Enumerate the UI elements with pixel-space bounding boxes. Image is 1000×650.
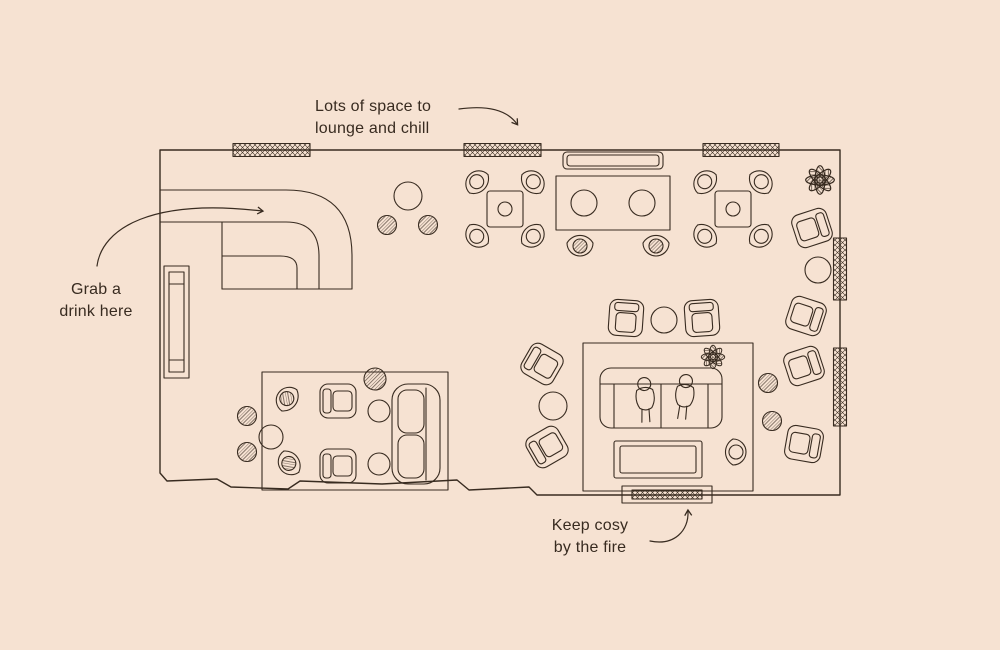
bar-counter: [159, 189, 353, 290]
arrow-to-lounge-icon: [458, 107, 519, 126]
corner-settee: [391, 383, 441, 485]
lounge-sofa: [599, 367, 723, 429]
plant-icon: [700, 344, 726, 370]
window-icon: [463, 142, 542, 158]
corner-rug: [261, 371, 449, 491]
window-icon: [232, 142, 311, 158]
annotation-drink-line1: Grab a: [70, 281, 122, 298]
plant-icon: [805, 165, 835, 195]
dining-set-right: [687, 164, 779, 254]
lounge-rug: [582, 342, 754, 492]
annotation-lounge-line2: lounge and chill: [315, 120, 430, 137]
window-icon: [832, 237, 848, 301]
person-icon: [673, 373, 697, 421]
coffee-table: [613, 440, 703, 479]
banquette-group: [555, 151, 671, 257]
back-bar-shelf: [163, 265, 190, 379]
bar-table-and-stools: [376, 181, 439, 236]
window-icon: [702, 142, 780, 158]
fireplace: [621, 485, 713, 504]
window-icon: [832, 347, 848, 427]
annotation-fire: Keep cosy by the fire: [536, 515, 644, 559]
annotation-drink: Grab a drink here: [44, 279, 148, 323]
arrow-to-bar-icon: [96, 206, 265, 267]
annotation-fire-line1: Keep cosy: [551, 517, 629, 534]
corner-lounge-group: [236, 367, 449, 491]
annotation-drink-line2: drink here: [59, 303, 133, 320]
dining-set-left: [459, 164, 551, 254]
arrow-to-fireplace-icon: [649, 508, 693, 543]
central-lounge: [517, 298, 754, 492]
annotation-lounge-line1: Lots of space to: [315, 98, 432, 115]
annotation-lounge: Lots of space to lounge and chill: [315, 96, 431, 140]
windows: [232, 142, 848, 427]
right-wall-armchairs: [757, 205, 835, 465]
annotation-arrows: [96, 107, 693, 543]
room-outline: [159, 149, 841, 496]
annotation-fire-line2: by the fire: [553, 539, 627, 556]
